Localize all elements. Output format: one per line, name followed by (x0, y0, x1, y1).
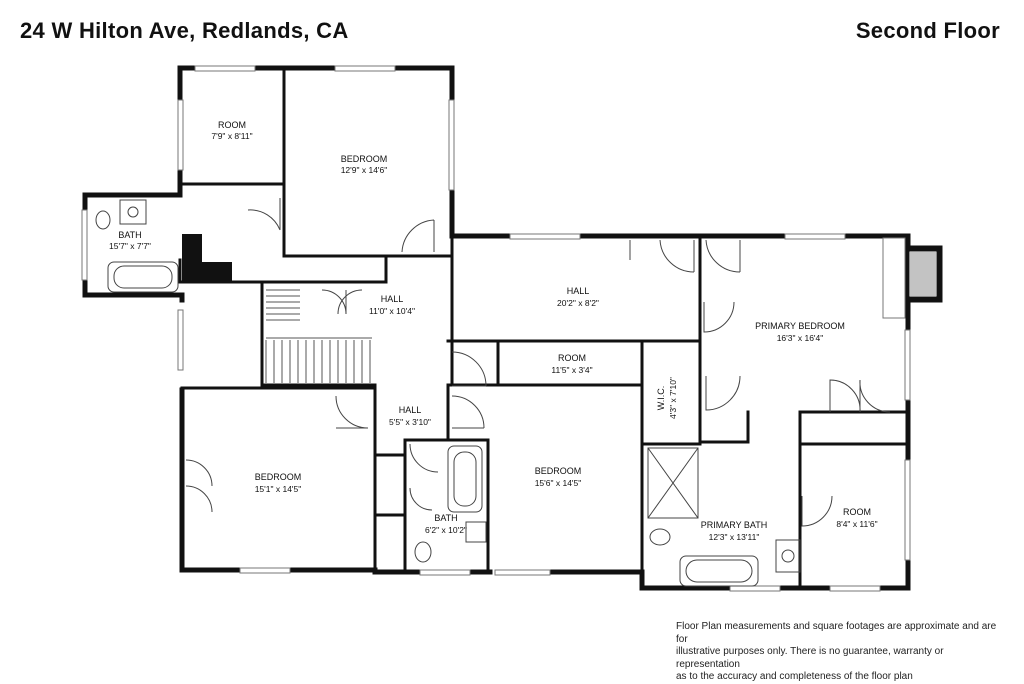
room-dims: 12'9" x 14'6" (341, 165, 388, 175)
room-name: HALL (399, 405, 422, 415)
fireplace (910, 252, 936, 296)
property-address: 24 W Hilton Ave, Redlands, CA (20, 18, 349, 43)
room-dims: 15'7" x 7'7" (109, 241, 151, 251)
room-dims: 12'3" x 13'11" (709, 532, 760, 542)
room-name: BEDROOM (535, 466, 582, 476)
room-dims: 16'3" x 16'4" (777, 333, 824, 343)
windows (81, 65, 911, 592)
disclaimer: Floor Plan measurements and square foota… (676, 621, 1006, 684)
room-dims: 15'1" x 14'5" (255, 484, 302, 494)
room-dims: 5'5" x 3'10" (389, 417, 431, 427)
room-dims: 15'6" x 14'5" (535, 478, 582, 488)
room-name: PRIMARY BATH (701, 520, 768, 530)
room-dims: 11'5" x 3'4" (551, 365, 592, 375)
room-dims: 4'3" x 7'10" (668, 377, 678, 419)
room-dims: 7'9" x 8'11" (211, 131, 252, 141)
disclaimer-line: illustrative purposes only. There is no … (676, 646, 944, 670)
room-name: ROOM (843, 507, 871, 517)
room-name: BATH (434, 513, 457, 523)
room-name: ROOM (558, 353, 586, 363)
room-name: BEDROOM (255, 472, 302, 482)
room-name: HALL (381, 294, 404, 304)
room-name: ROOM (218, 120, 246, 130)
fixtures (95, 199, 801, 587)
room-dims: 6'2" x 10'2" (425, 525, 467, 535)
staircase (265, 289, 372, 383)
disclaimer-line: as to the accuracy and completeness of t… (676, 671, 913, 682)
room-name: W.I.C. (656, 386, 666, 411)
room-dims: 20'2" x 8'2" (557, 298, 599, 308)
doors (185, 198, 891, 527)
room-name: BATH (118, 230, 141, 240)
room-name: PRIMARY BEDROOM (755, 321, 845, 331)
room-name: HALL (567, 286, 590, 296)
disclaimer-line: Floor Plan measurements and square foota… (676, 621, 997, 645)
room-name: BEDROOM (341, 154, 388, 164)
room-dims: 11'0" x 10'4" (369, 306, 415, 316)
room-dims: 8'4" x 11'6" (836, 519, 877, 529)
floor-label: Second Floor (855, 18, 1000, 43)
room-labels: ROOM 7'9" x 8'11" BEDROOM 12'9" x 14'6" … (109, 120, 878, 542)
